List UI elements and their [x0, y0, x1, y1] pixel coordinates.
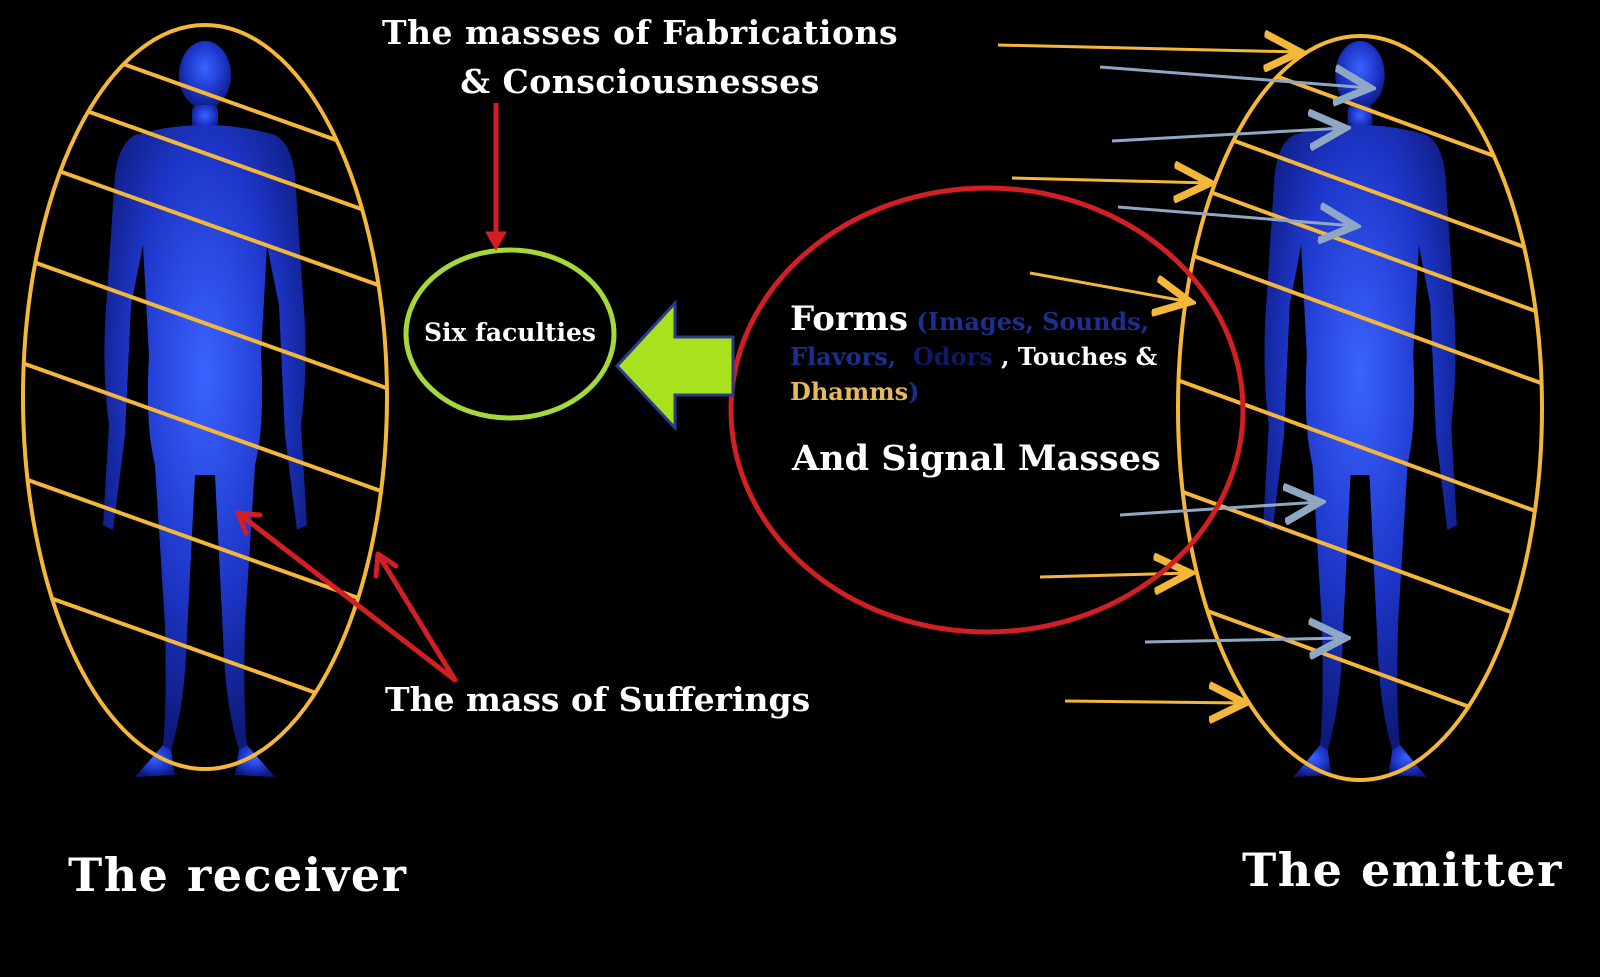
emitter-label: The emitter	[1242, 843, 1563, 897]
emission-arrow	[1117, 207, 1355, 226]
six-faculties-label: Six faculties	[423, 318, 597, 347]
sufferings-label: The mass of Sufferings	[385, 680, 811, 719]
sufferings-arrows	[235, 510, 458, 683]
emission-arrow	[1011, 178, 1210, 183]
receiver-label: The receiver	[68, 848, 408, 902]
fabrications-label-line1: The masses of Fabrications	[381, 13, 899, 52]
emission-arrow	[1099, 67, 1370, 88]
emission-arrow	[997, 45, 1300, 52]
paren-open: (	[916, 307, 928, 336]
fabrications-label-line2: & Consciousnesses	[460, 62, 820, 101]
forms-circle	[728, 185, 1246, 635]
receiver-aura-ellipse	[21, 23, 389, 771]
paren-close: )	[908, 377, 920, 406]
fabrications-arrow	[485, 103, 507, 252]
emission-arrow	[1144, 638, 1345, 642]
dhamms-label: Dhamms	[790, 377, 909, 406]
emitter-aura-ellipse	[1176, 34, 1544, 782]
flavors-label: Flavors,	[790, 342, 897, 371]
fabrications-label: The masses of Fabrications & Consciousne…	[300, 8, 980, 106]
six-faculties-circle	[403, 247, 617, 421]
forms-text-block: Forms (Images, Sounds, Flavors, Odors , …	[790, 302, 1157, 409]
emission-arrow	[1029, 271, 1190, 302]
emission-arrow	[1111, 128, 1345, 141]
odors-label: Odors	[912, 342, 993, 371]
arrow-left-icon	[614, 299, 735, 432]
emission-arrow	[1039, 573, 1190, 577]
emission-arrow	[1119, 502, 1320, 515]
forms-label: Forms	[790, 299, 908, 339]
signal-masses-label: And Signal Masses	[792, 438, 1161, 479]
emission-arrows	[997, 45, 1370, 703]
images-sounds-label: Images, Sounds,	[927, 307, 1150, 336]
touches-label: , Touches &	[1001, 342, 1158, 371]
emission-arrow	[1064, 701, 1245, 703]
